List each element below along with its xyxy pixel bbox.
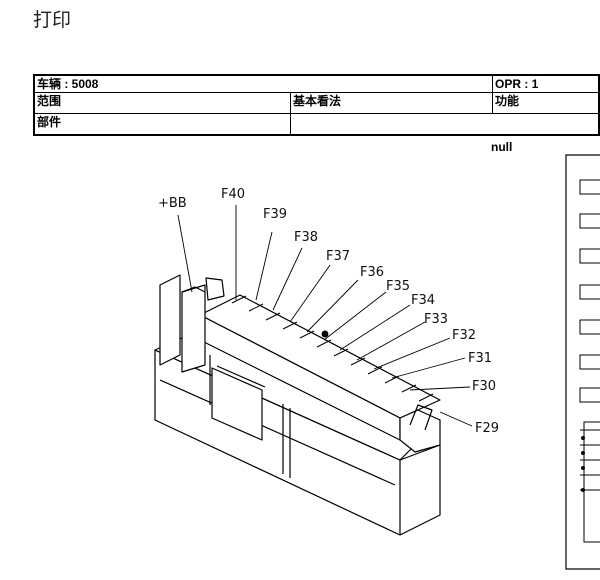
- vehicle-cell: 车辆 : 5008: [37, 77, 99, 91]
- fuse-box-body: [154, 274, 441, 536]
- scope-cell: 范围: [37, 94, 62, 108]
- label-f32: F32: [452, 328, 476, 343]
- function-cell: 功能: [495, 94, 520, 108]
- info-table: 车辆 : 5008 OPR : 1 范围 基本看法 功能 部件: [33, 74, 600, 136]
- label-f38: F38: [294, 230, 318, 245]
- label-f36: F36: [360, 265, 384, 280]
- basic-view-cell: 基本看法: [293, 94, 342, 108]
- label-f34: F34: [411, 293, 435, 308]
- fuse-slots: [231, 295, 434, 402]
- opr-cell: OPR : 1: [495, 77, 539, 91]
- label-f29: F29: [475, 421, 499, 436]
- label-f37: F37: [326, 249, 350, 264]
- label-f39: F39: [263, 207, 287, 222]
- label-bb: +BB: [158, 196, 187, 211]
- leader-lines: [177, 205, 473, 427]
- connector-panel: [565, 154, 600, 570]
- info-row-part: 部件: [35, 114, 598, 136]
- label-f33: F33: [424, 312, 448, 327]
- null-note: null: [491, 140, 513, 154]
- info-row-scope: 范围 基本看法 功能: [35, 93, 598, 113]
- print-title: 打印: [33, 9, 72, 31]
- diagram-labels: +BB F40 F39 F38 F37 F36 F35 F34 F33 F32 …: [158, 187, 499, 436]
- info-row-vehicle: 车辆 : 5008 OPR : 1: [35, 76, 598, 92]
- label-f40: F40: [221, 187, 245, 202]
- label-f35: F35: [386, 279, 410, 294]
- label-f30: F30: [472, 379, 496, 394]
- label-f31: F31: [468, 351, 492, 366]
- part-cell: 部件: [37, 115, 62, 129]
